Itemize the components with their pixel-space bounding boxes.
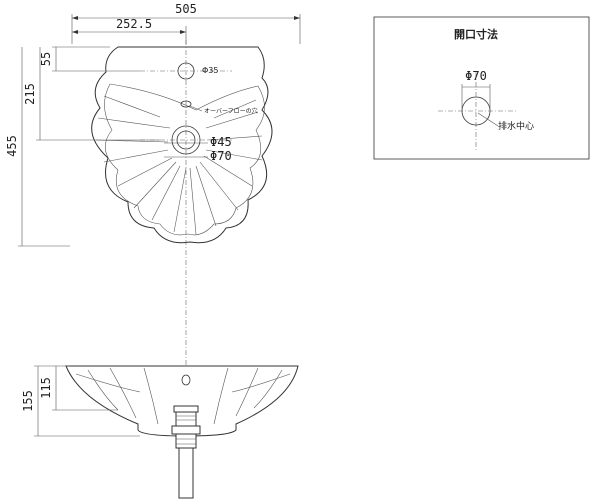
opening-dimension-panel: 開口寸法 Φ70 排水中心 <box>373 16 590 160</box>
opening-panel-frame <box>373 16 590 160</box>
dim-drain-offset: 215 <box>23 83 37 105</box>
dim-total-depth: 455 <box>5 135 19 157</box>
dim-top-offset: 55 <box>39 52 53 66</box>
drain-center-label: 排水中心 <box>498 120 534 132</box>
dim-drain-outer: Φ70 <box>210 149 232 163</box>
side-view: 115 155 <box>21 365 299 499</box>
dim-side-inner: 115 <box>39 377 53 399</box>
shell-ribs <box>95 95 263 235</box>
overflow-hole-label: オーバーフローの穴 <box>204 107 258 115</box>
dim-total-width: 505 <box>175 2 197 16</box>
basin-inner-contour <box>104 83 265 236</box>
side-ribs <box>75 367 291 425</box>
dim-faucet-hole: Φ35 <box>202 66 218 75</box>
opening-diameter: Φ70 <box>465 69 487 83</box>
top-view: 505 252.5 Φ35 オーバーフローの穴 Φ45 Φ70 55 215 4… <box>5 2 301 498</box>
dim-side-height: 155 <box>21 390 35 412</box>
basin-outline-top <box>91 46 273 244</box>
dim-drain: Φ45 <box>210 135 232 149</box>
drain-assembly <box>171 405 201 499</box>
dim-half-width: 252.5 <box>116 17 152 31</box>
overflow-hole-side <box>181 374 191 386</box>
opening-panel-title: 開口寸法 <box>454 27 498 41</box>
